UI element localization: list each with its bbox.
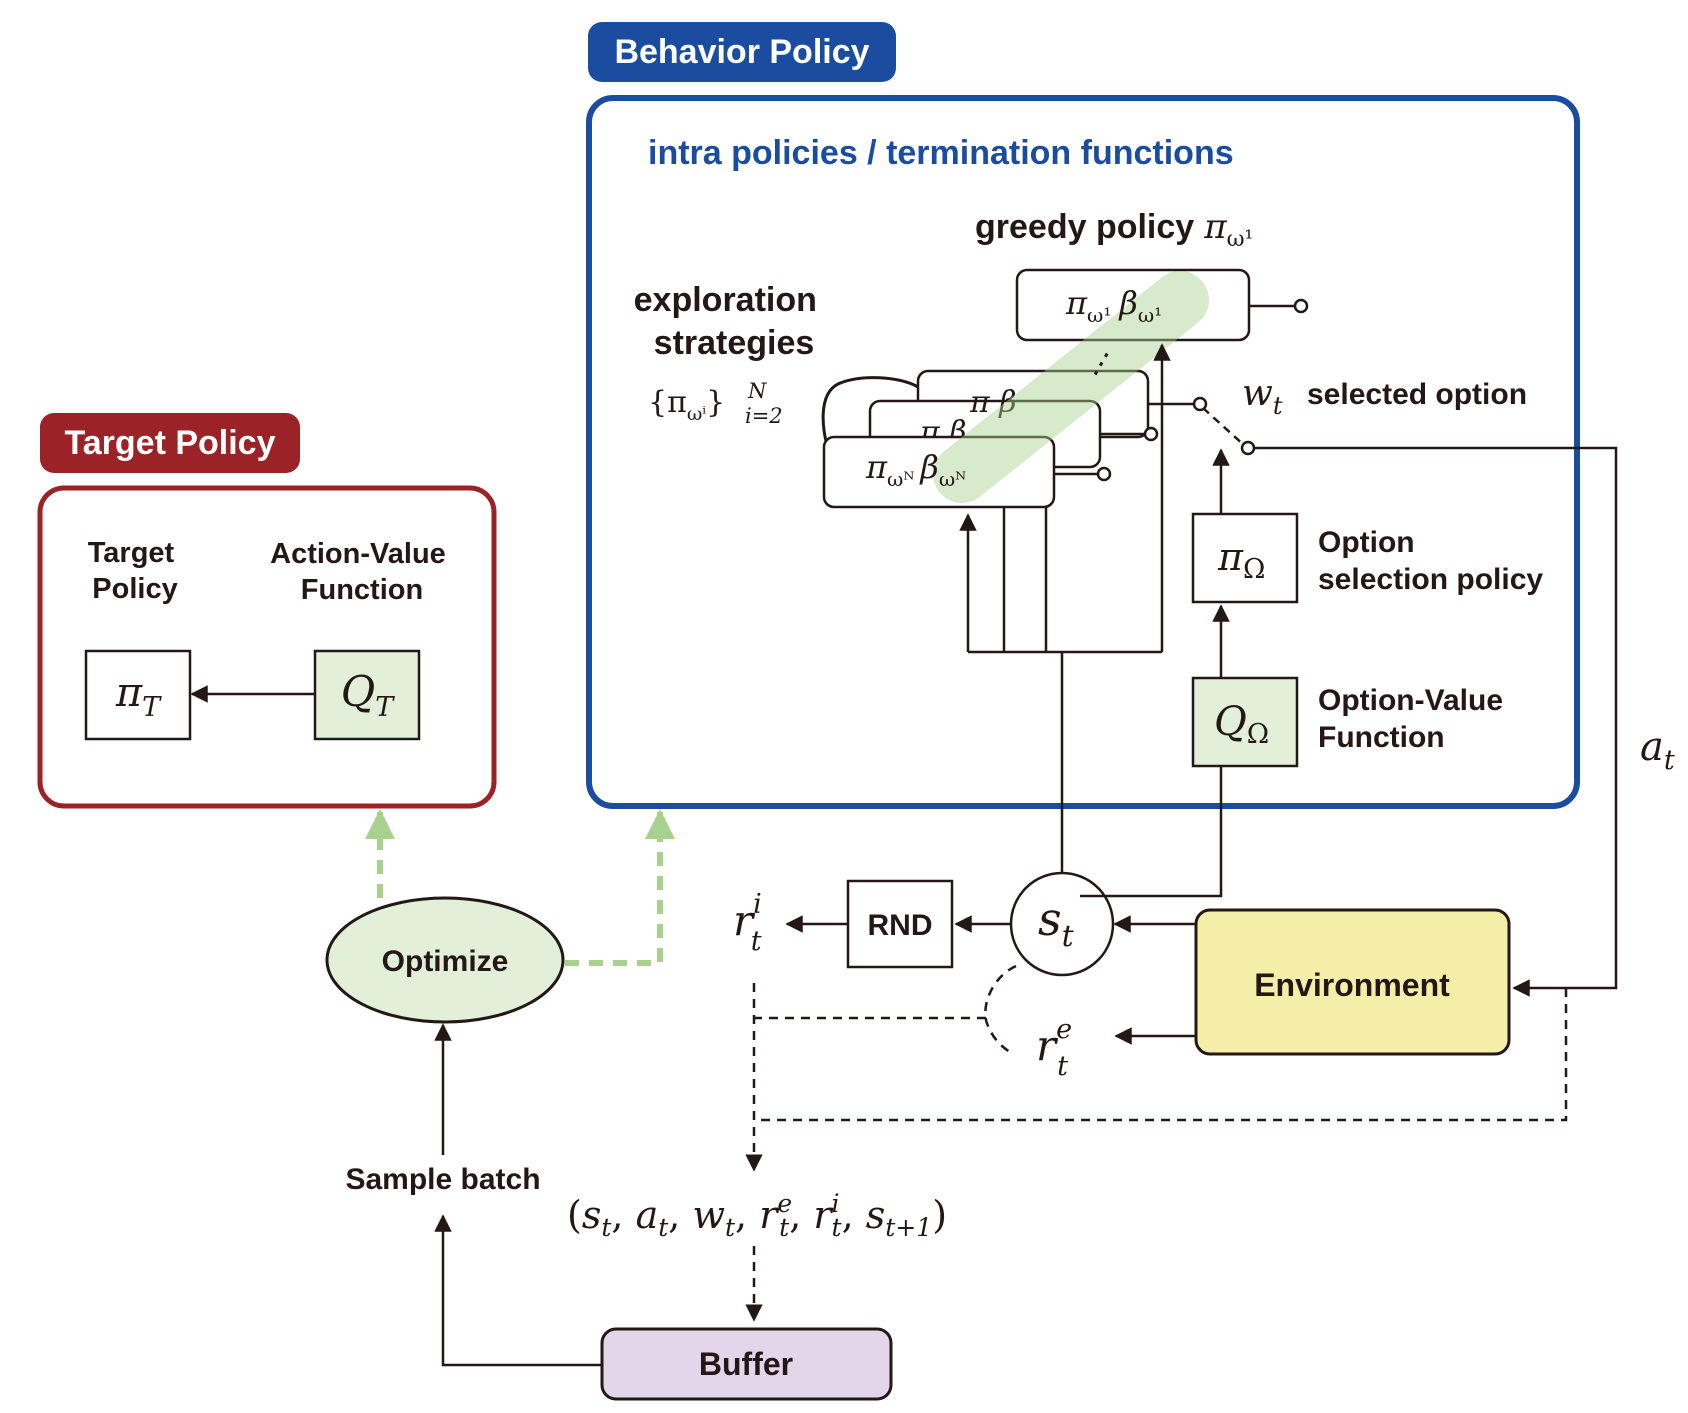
behavior-policy-group: Behavior Policy intra policies / termina… (586, 22, 1580, 898)
selected-option-symbol: wt (1242, 373, 1283, 420)
front-output-terminal (1096, 466, 1112, 482)
option-value-function-symbol: QΩ (1214, 699, 1269, 750)
option-selection-policy-symbol: πΩ (1217, 535, 1265, 585)
option-value-function-box (1191, 676, 1299, 768)
exploration-set-upper: N (747, 379, 767, 403)
card3-output-terminal (1143, 426, 1159, 442)
optimize-node (325, 896, 565, 1024)
action-dashed-loop (754, 988, 1568, 1122)
state-dashed-arc (984, 964, 1017, 1054)
card2-output-terminal (1192, 396, 1208, 412)
option-selection-policy-label: Option selection policy (1318, 526, 1543, 596)
policy-card-2-symbols: π β (969, 385, 1017, 420)
target-policy-panel (37, 485, 497, 809)
optimize-label: Optimize (382, 945, 509, 978)
termination-highlight (933, 271, 1209, 503)
optimize-to-behavior-arrow (565, 809, 675, 966)
target-policy-group: Target Policy Target Policy Action-Value… (37, 413, 497, 809)
buffer-label: Buffer (699, 1346, 793, 1382)
rnd-label: RND (868, 909, 933, 942)
policy-card-front (822, 435, 1056, 509)
state-symbol: st (1038, 892, 1075, 954)
state-node (1009, 871, 1115, 977)
sample-batch-label: Sample batch (345, 1163, 540, 1196)
exploration-set-symbol: {πωⁱ} (648, 385, 725, 425)
target-policy-box (84, 649, 192, 741)
target-policy-header-badge (40, 413, 300, 473)
target-policy-header: Target Policy (65, 424, 276, 462)
target-policy-label: Target Policy (88, 537, 183, 605)
behavior-policy-panel (586, 95, 1580, 809)
state-to-q-omega-path (1080, 766, 1223, 898)
switch-output-terminal (1240, 440, 1256, 456)
behavior-policy-header-badge (588, 22, 896, 82)
buffer-to-sample-arrow (434, 1214, 602, 1367)
environment-box (1194, 908, 1511, 1056)
intra-policies-title: intra policies / termination functions (648, 134, 1234, 172)
exploration-strategies-label: exploration strategies (634, 281, 827, 362)
option-switch (1202, 407, 1246, 447)
target-policy-symbol: πT (115, 670, 162, 723)
exploration-loop (821, 376, 921, 449)
action-value-function-label: Action-Value Function (270, 538, 454, 606)
environment-label: Environment (1254, 967, 1450, 1003)
action-symbol: at (1640, 724, 1675, 776)
action-path (1254, 446, 1618, 997)
exploration-set-lower: i=2 (745, 404, 783, 428)
action-value-function-symbol: QT (341, 667, 395, 723)
option-selection-policy-box (1191, 512, 1299, 604)
option-value-function-label: Option-Value Function (1318, 684, 1511, 754)
selected-option-label: selected option (1307, 378, 1527, 411)
rnd-box (846, 879, 954, 969)
behavior-policy-header: Behavior Policy (614, 33, 869, 71)
greedy-output-terminal (1293, 298, 1309, 314)
